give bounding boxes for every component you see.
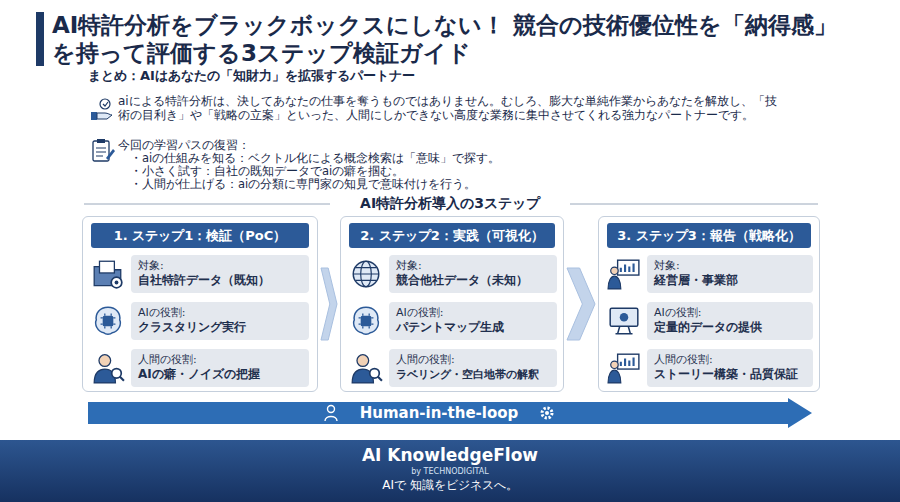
heading-rule [570, 204, 818, 205]
role-body: 定量的データの提供 [654, 320, 806, 335]
role-box: AIの役割:パテントマップ生成 [389, 302, 557, 340]
note-text: 今回の学習パスの復習： [118, 139, 618, 152]
step-icons [94, 260, 639, 383]
role-heading: AIの役割: [138, 306, 302, 320]
role-box: AIの役割:定量的データの提供 [647, 302, 813, 340]
summary-heading: まとめ：AIはあなたの「知財力」を拡張するパートナー [88, 68, 788, 83]
role-body: 自社特許データ（既知） [138, 273, 302, 288]
step-panel: 1. ステップ1：検証（PoC） 対象:自社特許データ（既知） AIの役割:クラスタ… [82, 216, 318, 392]
flow-chevron [567, 268, 595, 340]
arrow-body [88, 398, 812, 428]
role-box: 人間の役割:AIの癖・ノイズの把握 [131, 349, 309, 387]
section-heading: AI特許分析導入の3ステップ [0, 195, 900, 211]
role-body: クラスタリング実行 [138, 320, 302, 335]
step-header: 3. ステップ3：報告（戦略化） [607, 223, 811, 248]
role-box: 対象:経営層・事業部 [647, 255, 813, 293]
title-bar [36, 12, 44, 66]
role-box: 人間の役割:ストーリー構築・品質保証 [647, 349, 813, 387]
clipboard-icon [93, 139, 115, 161]
role-heading: AIの役割: [654, 306, 806, 320]
role-box: 対象:自社特許データ（既知） [131, 255, 309, 293]
heading-rule [84, 204, 330, 205]
role-heading: 人間の役割: [654, 353, 806, 367]
note-text: aiによる特許分析は、決してあなたの仕事を奪うものではありません。むしろ、膨大な… [118, 94, 783, 122]
role-body: ラベリング・空白地帯の解釈 [396, 367, 550, 382]
note-text: ・aiの仕組みを知る：ベクトル化による概念検索は「意味」で探す。 [130, 152, 830, 165]
note-text: ・小さく試す：自社の既知データでaiの癖を掴む。 [130, 165, 830, 178]
role-heading: 対象: [654, 259, 806, 273]
person-icon [325, 406, 337, 422]
role-heading: 人間の役割: [396, 353, 550, 367]
note-text: ・人間が仕上げる：aiの分類に専門家の知見で意味付けを行う。 [130, 178, 830, 191]
step-panel: 3. ステップ3：報告（戦略化） 対象:経営層・事業部 AIの役割:定量的データの提… [598, 216, 820, 392]
gear-icon [542, 408, 552, 418]
page-title: AI特許分析をブラックボックスにしない！ 競合の技術優位性を「納得感」を持って評… [52, 11, 872, 67]
role-heading: 人間の役割: [138, 353, 302, 367]
hand-icon [91, 99, 112, 120]
footer-band: AI KnowledgeFlowby TECHNODIGITALAIで 知識をビ… [0, 440, 900, 502]
brand-name: AI KnowledgeFlow [0, 440, 900, 466]
loop-label: Human-in-the-loop [88, 398, 790, 428]
role-heading: 対象: [138, 259, 302, 273]
role-box: 対象:競合他社データ（未知） [389, 255, 557, 293]
role-body: AIの癖・ノイズの把握 [138, 367, 302, 382]
role-body: 競合他社データ（未知） [396, 273, 550, 288]
brand-byline: by TECHNODIGITAL [0, 466, 900, 477]
step-header: 2. ステップ2：実践（可視化） [349, 223, 555, 248]
role-heading: AIの役割: [396, 306, 550, 320]
loop-arrow: Human-in-the-loop [88, 398, 812, 428]
step-panel: 2. ステップ2：実践（可視化） 対象:競合他社データ（未知） AIの役割:パテント… [340, 216, 564, 392]
flow-chevron [321, 268, 337, 340]
role-body: ストーリー構築・品質保証 [654, 367, 806, 382]
role-box: AIの役割:クラスタリング実行 [131, 302, 309, 340]
role-body: パテントマップ生成 [396, 320, 550, 335]
role-body: 経営層・事業部 [654, 273, 806, 288]
brand-tagline: AIで 知識をビジネスへ。 [0, 477, 900, 494]
step-header: 1. ステップ1：検証（PoC） [91, 223, 309, 248]
role-box: 人間の役割:ラベリング・空白地帯の解釈 [389, 349, 557, 387]
role-heading: 対象: [396, 259, 550, 273]
